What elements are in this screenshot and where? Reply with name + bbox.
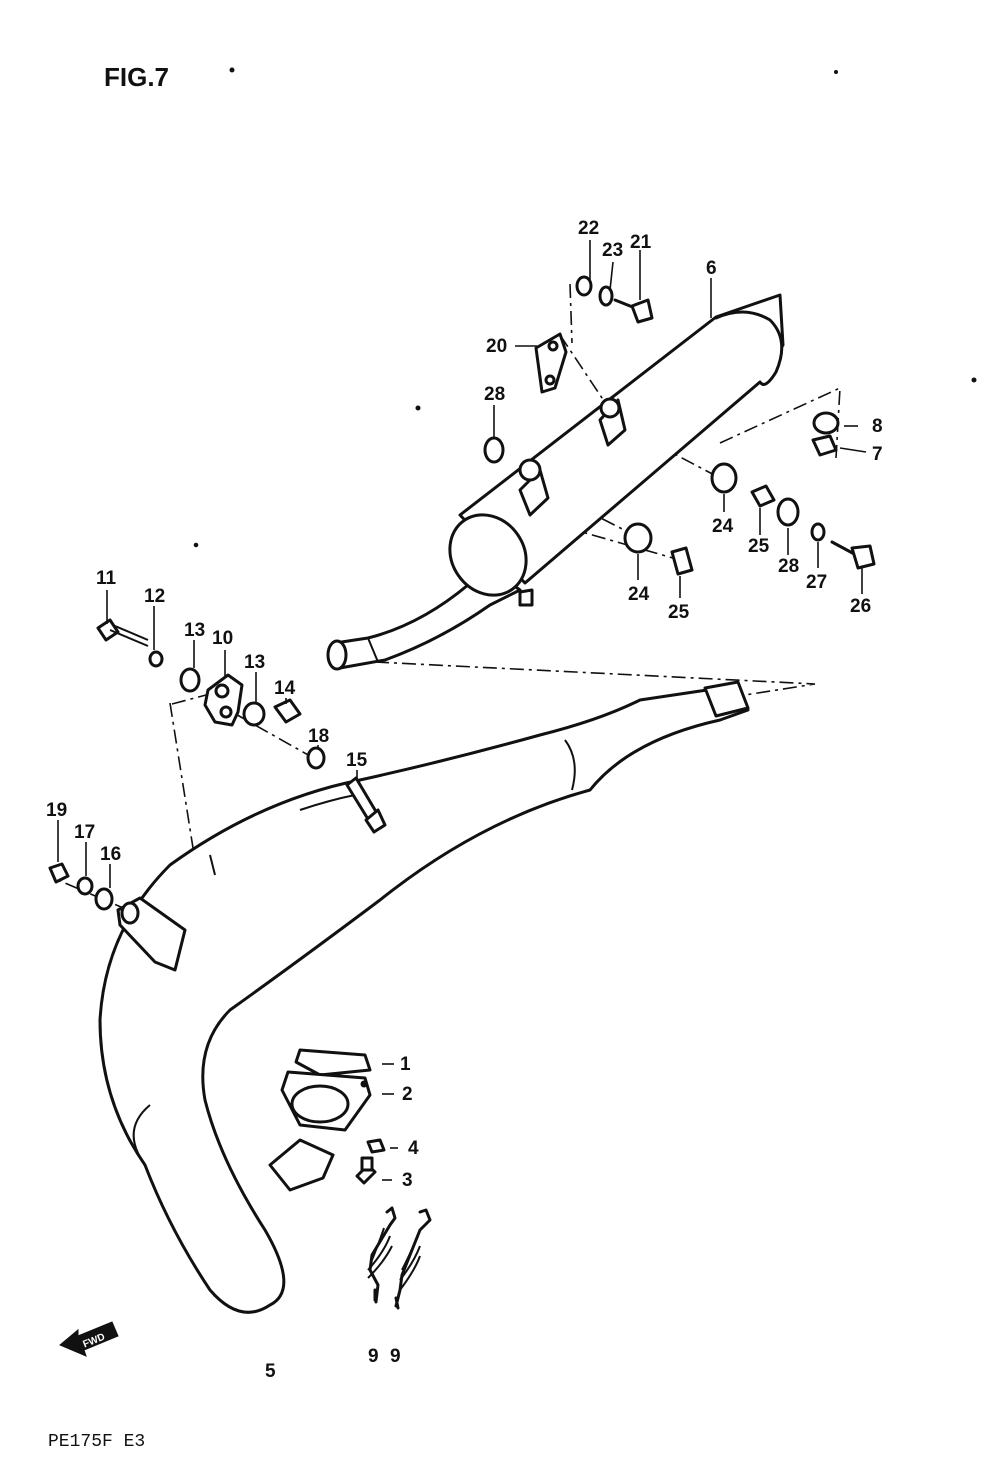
callout-24a: 24	[712, 516, 734, 537]
callout-17: 17	[74, 822, 95, 843]
callout-9a: 9	[368, 1346, 379, 1367]
callout-19: 19	[46, 800, 67, 821]
callout-28a: 28	[484, 384, 505, 405]
scan-specks	[193, 67, 977, 548]
callout-22: 22	[578, 218, 599, 239]
callout-14: 14	[274, 678, 296, 699]
callout-25a: 25	[748, 536, 770, 557]
fwd-arrow-icon: FWD	[59, 1321, 119, 1357]
callout-10: 10	[212, 628, 233, 649]
callout-1: 1	[400, 1054, 411, 1075]
callout-23: 23	[602, 240, 623, 261]
callout-9b: 9	[390, 1346, 401, 1367]
callout-27: 27	[806, 572, 827, 593]
callout-24b: 24	[628, 584, 650, 605]
callout-6: 6	[706, 258, 717, 279]
callout-18: 18	[308, 726, 329, 747]
callout-20: 20	[486, 336, 507, 357]
callout-25b: 25	[668, 602, 690, 623]
callout-16: 16	[100, 844, 121, 865]
flange-and-gasket	[280, 1048, 372, 1132]
callout-15: 15	[346, 750, 368, 771]
hardware	[48, 275, 876, 1310]
silencer	[326, 293, 785, 671]
callout-5: 5	[265, 1361, 276, 1382]
callout-11: 11	[96, 568, 117, 589]
callout-3: 3	[402, 1170, 413, 1191]
callout-13a: 13	[184, 620, 205, 641]
callout-26: 26	[850, 596, 871, 617]
model-code: PE175F E3	[48, 1432, 145, 1452]
figure-title: FIG.7	[104, 62, 169, 92]
callout-2: 2	[402, 1084, 413, 1105]
callout-28b: 28	[778, 556, 799, 577]
exhaust-pipe	[98, 680, 750, 1314]
callout-12: 12	[144, 586, 165, 607]
callout-21: 21	[630, 232, 652, 253]
callout-13b: 13	[244, 652, 265, 673]
callout-7: 7	[872, 444, 883, 465]
leader-lines	[57, 240, 867, 1181]
callout-8: 8	[872, 416, 883, 437]
callout-labels: 1 2 3 4 5 6 7 8 9 9 10 11 12 13 13 14 15…	[46, 218, 883, 1382]
callout-4: 4	[408, 1138, 419, 1159]
